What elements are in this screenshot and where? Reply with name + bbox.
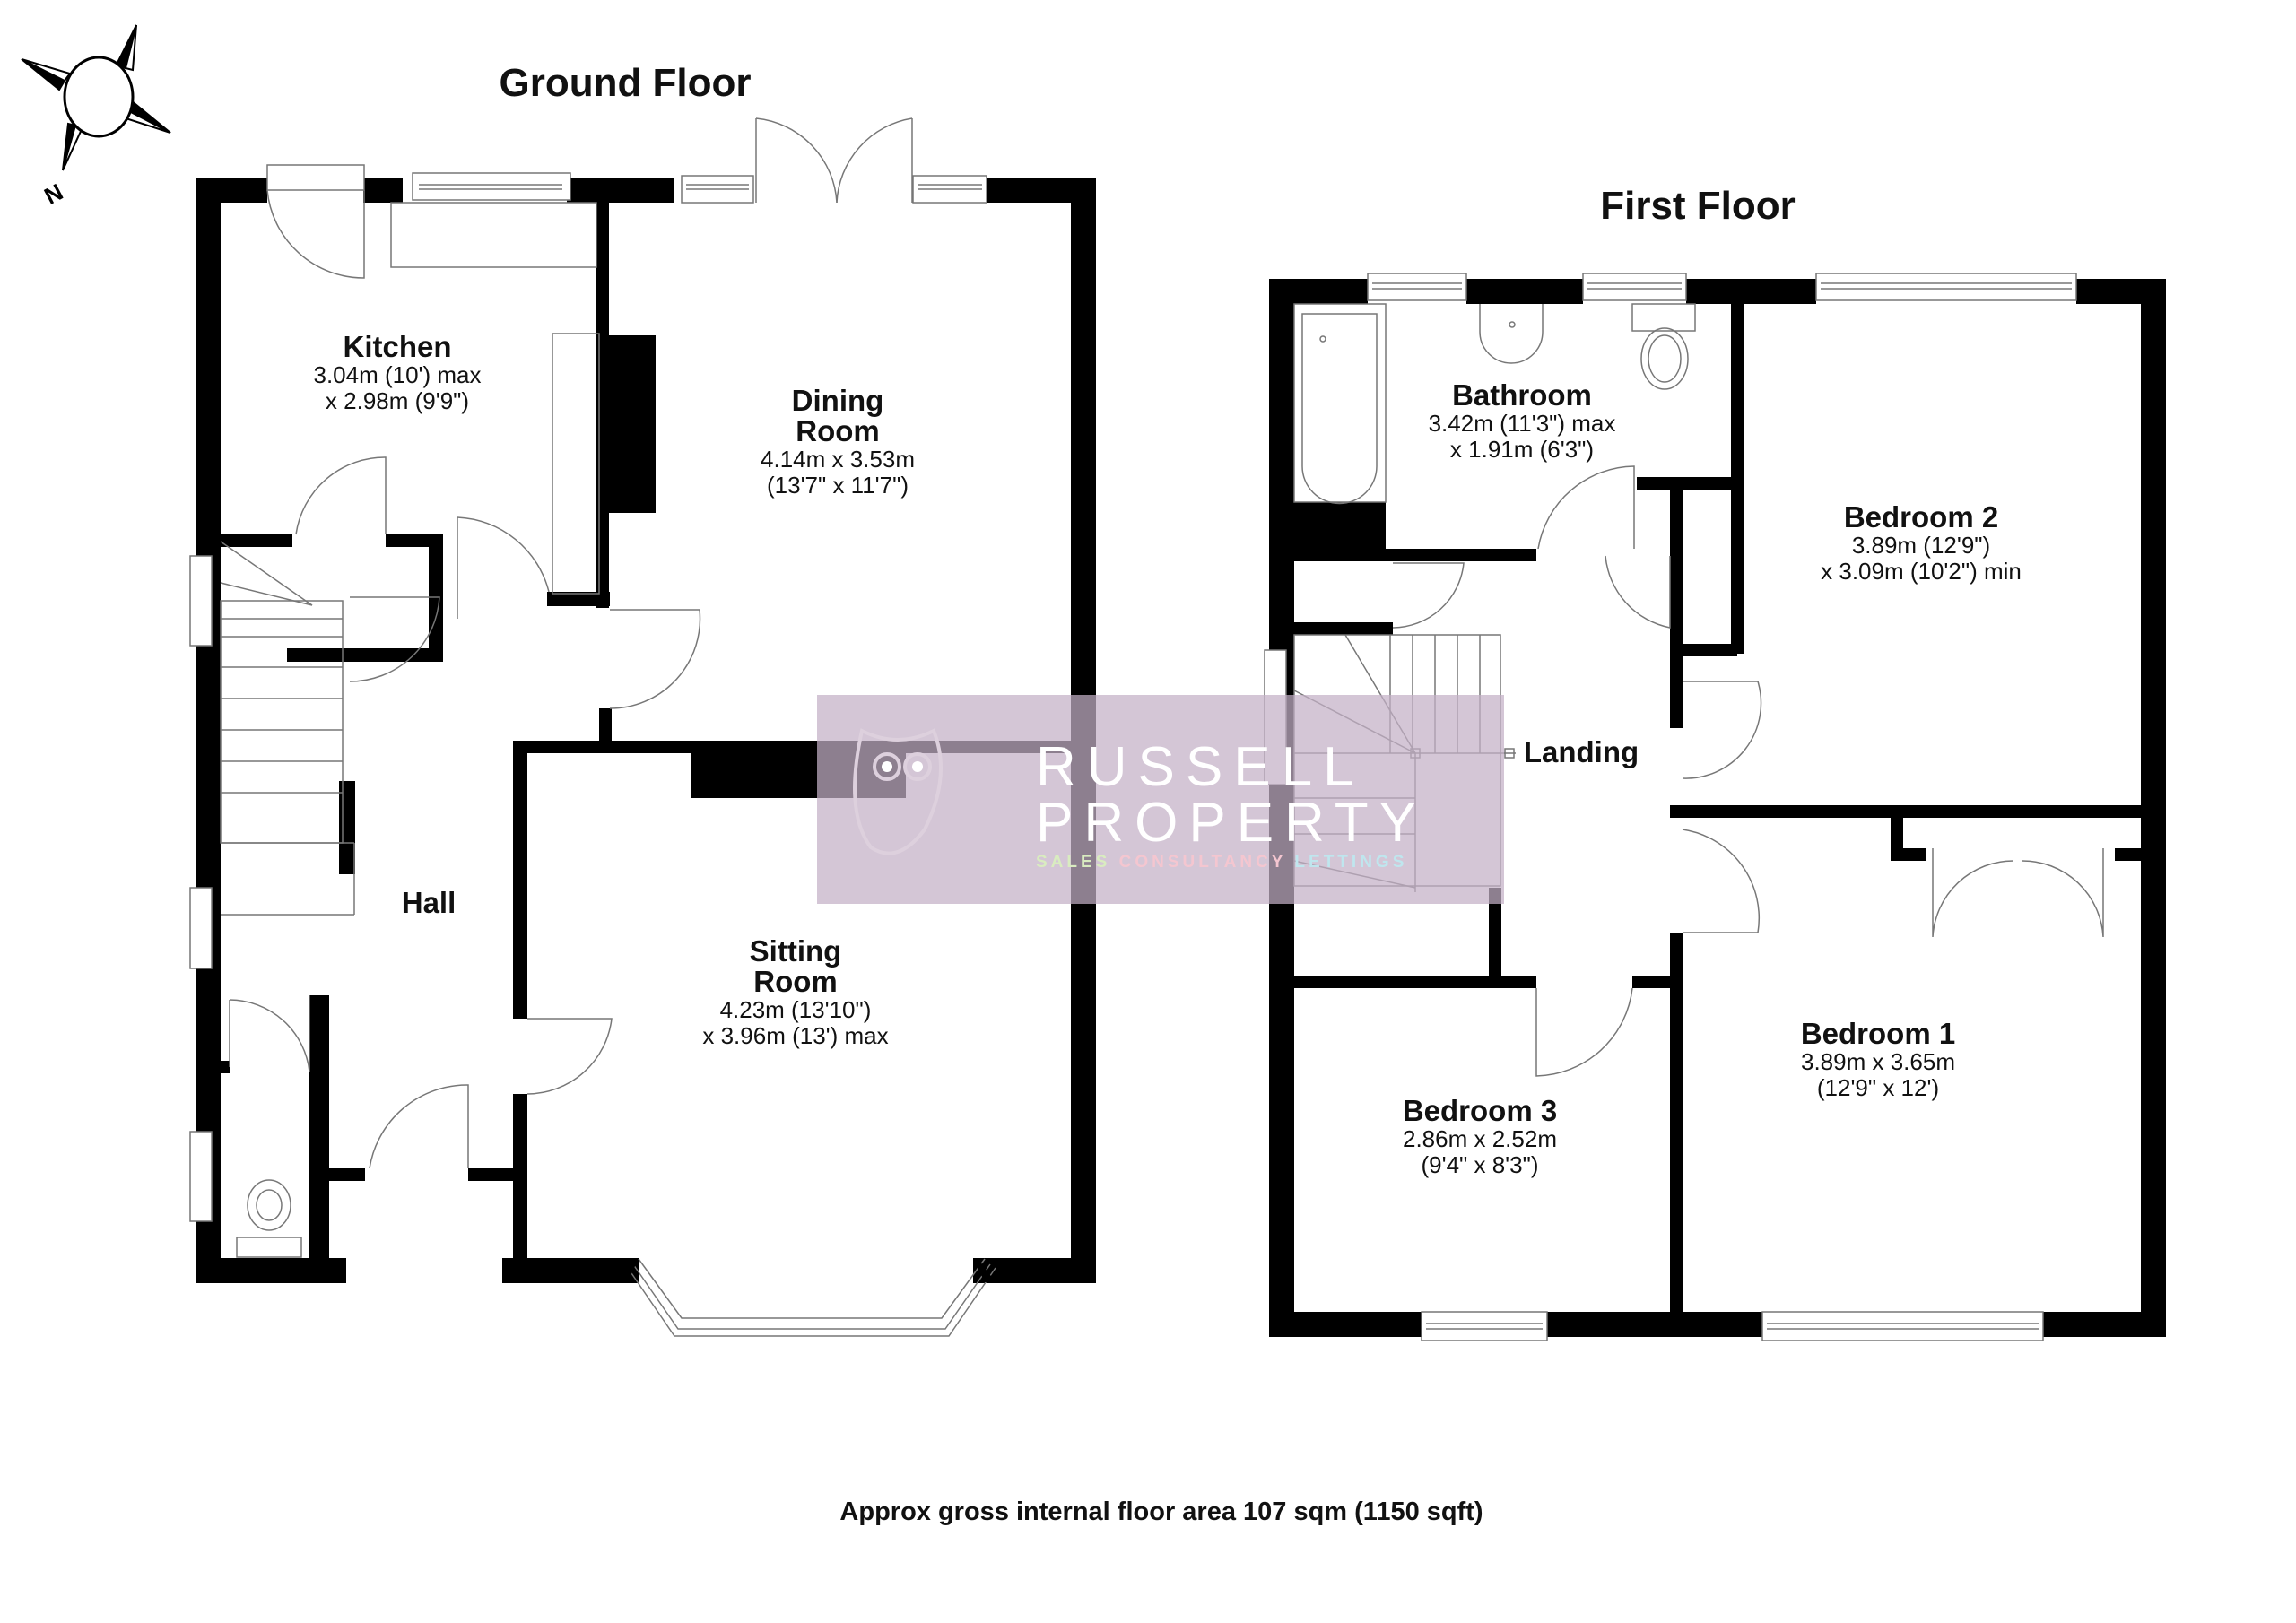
room-label-landing: Landing xyxy=(1524,737,1639,768)
room-dim: x 2.98m (9'9") xyxy=(325,387,470,414)
room-dim: 3.04m (10') max xyxy=(313,361,482,388)
room-dim: x 3.96m (13') max xyxy=(702,1022,889,1049)
room-dim: (12'9" x 12') xyxy=(1816,1074,1940,1101)
room-name: Kitchen xyxy=(343,330,452,363)
watermark-russell-property: RUSSELL PROPERTY SALES CONSULTANCY LETTI… xyxy=(817,695,1504,904)
room-name: Bedroom 2 xyxy=(1843,500,1999,534)
room-dim: 3.42m (11'3") max xyxy=(1428,410,1616,437)
room-name: Bathroom xyxy=(1452,378,1592,412)
room-dim: 3.89m (12'9") xyxy=(1851,532,1991,559)
room-name: Bedroom 1 xyxy=(1800,1017,1956,1050)
room-dim: 2.86m x 2.52m xyxy=(1403,1125,1557,1152)
first-floor-title: First Floor xyxy=(1600,184,1796,228)
room-dim: x 1.91m (6'3") xyxy=(1449,436,1595,463)
ground-floor-title: Ground Floor xyxy=(499,61,752,105)
room-dim: (13'7" x 11'7") xyxy=(767,472,909,499)
room-name: Sitting xyxy=(749,934,842,968)
room-label-bedroom-3: Bedroom 3 2.86m x 2.52m (9'4" x 8'3") xyxy=(1403,1096,1557,1178)
room-dim: 4.23m (13'10") xyxy=(719,996,872,1023)
tag-consultancy: CONSULTANCY xyxy=(1118,853,1287,872)
room-dim: x 3.09m (10'2") min xyxy=(1821,558,2022,585)
room-dim: 4.14m x 3.53m xyxy=(761,446,915,473)
watermark-line2: PROPERTY xyxy=(1036,792,1427,854)
room-label-kitchen: Kitchen 3.04m (10') max x 2.98m (9'9") xyxy=(313,332,481,414)
room-dim: 3.89m x 3.65m xyxy=(1801,1048,1955,1075)
room-name: Dining xyxy=(791,384,884,417)
floor-area-summary: Approx gross internal floor area 107 sqm… xyxy=(839,1497,1483,1526)
tag-sales: SALES xyxy=(1036,853,1111,872)
room-name: Room xyxy=(753,965,838,998)
room-label-hall: Hall xyxy=(402,888,457,918)
room-name: Bedroom 3 xyxy=(1402,1094,1558,1127)
compass-rose-icon xyxy=(21,24,171,171)
room-label-bedroom-2: Bedroom 2 3.89m (12'9") x 3.09m (10'2") … xyxy=(1821,502,2022,585)
room-dim: (9'4" x 8'3") xyxy=(1421,1151,1539,1178)
room-name: Hall xyxy=(401,886,457,919)
svg-text:N: N xyxy=(39,178,67,210)
owl-logo-icon xyxy=(853,728,943,855)
room-label-sitting-room: Sitting Room 4.23m (13'10") x 3.96m (13'… xyxy=(702,936,888,1049)
tag-lettings: LETTINGS xyxy=(1294,853,1408,872)
watermark-tagline: SALES CONSULTANCY LETTINGS xyxy=(1036,853,1407,872)
room-label-dining-room: Dining Room 4.14m x 3.53m (13'7" x 11'7"… xyxy=(761,386,915,499)
room-label-bedroom-1: Bedroom 1 3.89m x 3.65m (12'9" x 12') xyxy=(1801,1019,1955,1101)
room-name: Room xyxy=(796,414,880,447)
watermark-line1: RUSSELL xyxy=(1036,736,1365,798)
room-name: Landing xyxy=(1523,735,1639,768)
room-label-bathroom: Bathroom 3.42m (11'3") max x 1.91m (6'3"… xyxy=(1429,380,1616,463)
